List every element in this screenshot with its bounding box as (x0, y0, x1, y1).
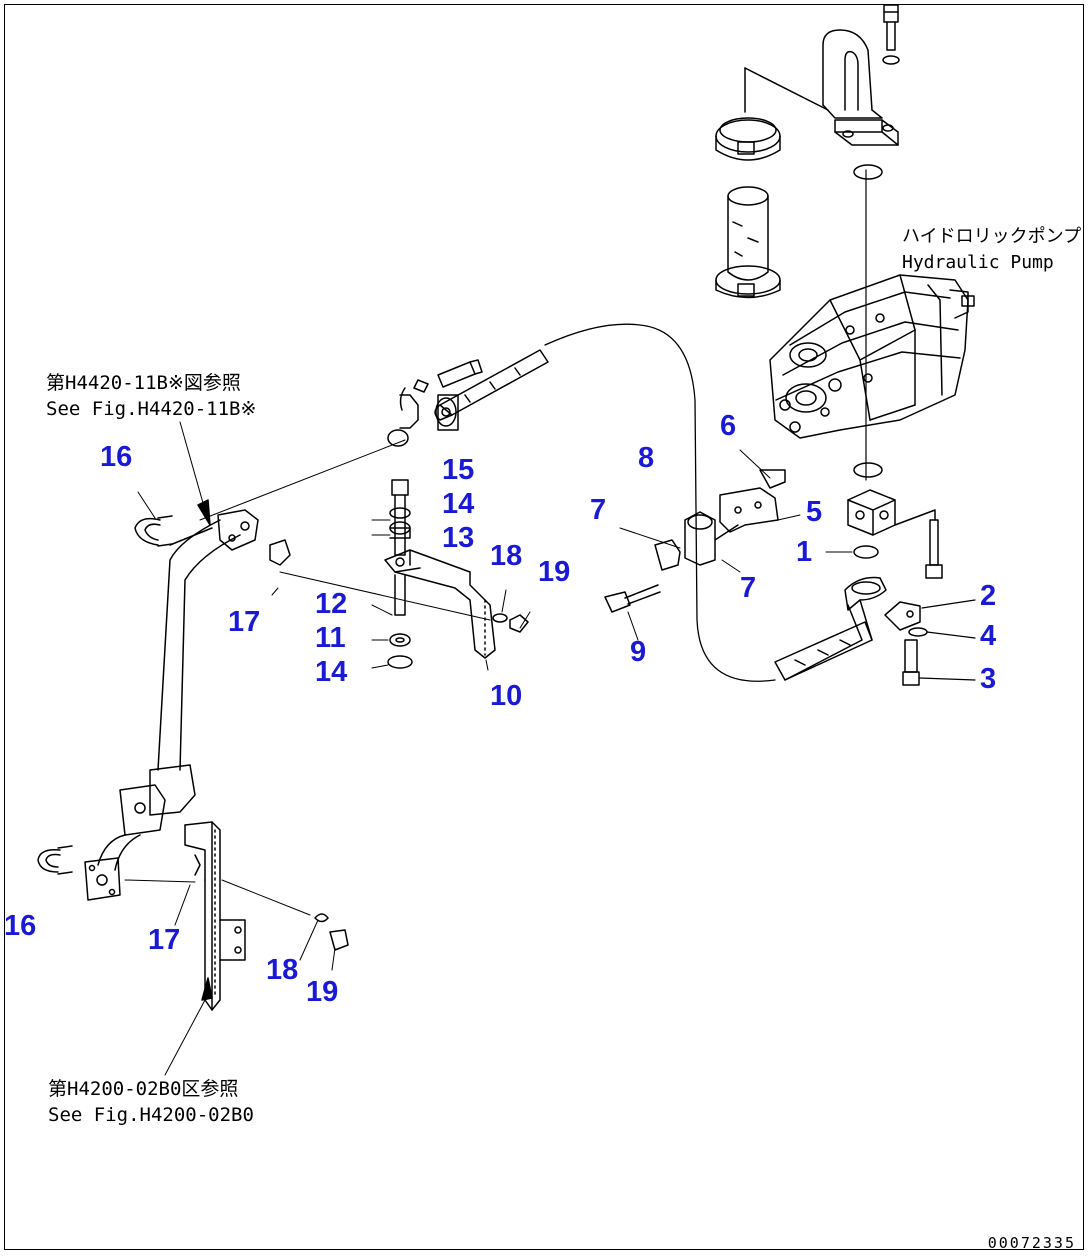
part-label-18-lower[interactable]: 18 (266, 954, 299, 986)
part-label-7-left[interactable]: 7 (590, 494, 607, 526)
pump-name-jp: ハイドロリックポンプ (902, 226, 1082, 247)
part-label-4[interactable]: 4 (980, 620, 997, 652)
part-label-19-upper[interactable]: 19 (538, 556, 571, 588)
part-label-13[interactable]: 13 (442, 522, 475, 554)
part-label-3[interactable]: 3 (980, 663, 997, 695)
part-label-9[interactable]: 9 (630, 636, 647, 668)
part-label-19-lower[interactable]: 19 (306, 976, 339, 1008)
suction-hose-illustration (715, 67, 829, 299)
pump-name-en: Hydraulic Pump (902, 252, 1054, 273)
u-bolt-upper-illustration (134, 491, 173, 547)
upper-reference-note: 第H4420-11B※図参照 See Fig.H4420-11B※ (46, 370, 256, 422)
part-label-14-upper[interactable]: 14 (442, 488, 475, 520)
part-label-8[interactable]: 8 (638, 442, 655, 474)
part-label-16-lower[interactable]: 16 (4, 910, 37, 942)
part-label-16-upper[interactable]: 16 (100, 441, 133, 473)
lower-reference-note: 第H4200-02B0区参照 See Fig.H4200-02B0 (48, 1076, 254, 1128)
part-label-2[interactable]: 2 (980, 580, 997, 612)
part-label-14-lower[interactable]: 14 (315, 656, 348, 688)
part-label-17-upper[interactable]: 17 (228, 606, 261, 638)
hose-loop-line (544, 323, 776, 682)
part-label-11[interactable]: 11 (315, 622, 346, 654)
pump-outlet-flange-illustration (825, 489, 943, 579)
suction-elbow-illustration (822, 4, 900, 481)
steel-pipe-illustration (84, 509, 491, 901)
drawing-frame (4, 4, 1084, 1250)
part-label-1[interactable]: 1 (796, 536, 813, 568)
part-label-10[interactable]: 10 (490, 680, 523, 712)
part-label-12[interactable]: 12 (315, 588, 348, 620)
lower-reference-jp: 第H4200-02B0区参照 (48, 1078, 239, 1100)
clamp-and-bracket-illustration (604, 449, 801, 641)
reference-leaders (174, 421, 531, 971)
lower-reference-en: See Fig.H4200-02B0 (48, 1104, 254, 1126)
lower-bracket-illustration (124, 821, 349, 1076)
hydraulic-pump-illustration (769, 274, 975, 439)
pump-name-note: ハイドロリックポンプ Hydraulic Pump (902, 224, 1081, 276)
part-label-7-right[interactable]: 7 (740, 572, 757, 604)
part-label-17-lower[interactable]: 17 (148, 924, 181, 956)
part-label-18-upper[interactable]: 18 (490, 540, 523, 572)
center-bracket-illustration (384, 479, 529, 669)
part-label-15[interactable]: 15 (442, 454, 475, 486)
document-number: 00072335 (987, 1234, 1076, 1252)
delivery-hose-illustration (774, 576, 976, 686)
upper-hose-illustration (199, 349, 549, 521)
part-label-5[interactable]: 5 (806, 496, 823, 528)
upper-reference-en: See Fig.H4420-11B※ (46, 398, 257, 420)
part-label-6[interactable]: 6 (720, 410, 737, 442)
u-bolt-lower-illustration (37, 845, 73, 875)
upper-reference-jp: 第H4420-11B※図参照 (46, 372, 241, 394)
